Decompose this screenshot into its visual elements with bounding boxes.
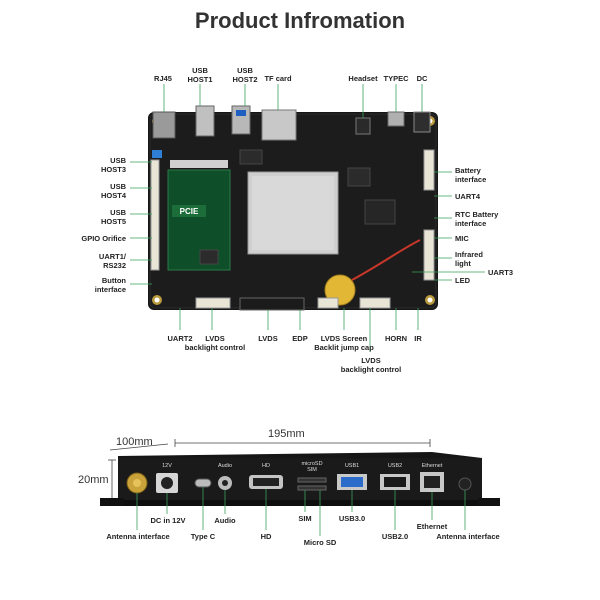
port-text-ethernet: Ethernet <box>421 463 443 469</box>
label-lvds-screen: LVDS Screen Backlit jump cap <box>314 334 374 352</box>
label-type-c: Type C <box>190 532 216 541</box>
label-button: Button interface <box>94 276 126 294</box>
label-hd: HD <box>260 532 272 541</box>
label-lvds: LVDS <box>258 334 278 343</box>
label-micro-sd: Micro SD <box>303 538 337 547</box>
label-led: LED <box>455 276 470 285</box>
port-text-usb1: USB1 <box>344 463 360 469</box>
port-text-12v: 12V <box>162 463 172 469</box>
label-usb30: USB3.0 <box>338 514 366 523</box>
label-ir: IR <box>414 334 422 343</box>
pcie-label: PCIE <box>180 207 199 216</box>
label-usb-host1: USB HOST1 <box>187 66 213 84</box>
label-ethernet: Ethernet <box>416 522 448 531</box>
label-audio: Audio <box>214 516 236 525</box>
label-uart4: UART4 <box>455 192 481 201</box>
label-uart3: UART3 <box>488 268 514 277</box>
dimension-height: 20mm <box>78 474 109 486</box>
label-gpio: GPIO Orifice <box>81 234 126 243</box>
port-text-hd: HD <box>262 463 270 469</box>
label-antenna-left: Antenna interface <box>106 532 170 541</box>
label-uart2: UART2 <box>167 334 193 343</box>
label-usb-host2: USB HOST2 <box>232 66 258 84</box>
port-text-usb2: USB2 <box>387 463 403 469</box>
label-tf-card: TF card <box>264 74 292 83</box>
label-usb-host5: USB HOST5 <box>100 208 126 226</box>
port-text-audio: Audio <box>217 463 233 469</box>
label-usb-host4: USB HOST4 <box>100 182 126 200</box>
label-usb-host3: USB HOST3 <box>100 156 126 174</box>
label-antenna-right: Antenna interface <box>436 532 500 541</box>
label-uart1: UART1/ RS232 <box>98 252 126 270</box>
label-battery: Battery interface <box>455 166 487 184</box>
label-usb20: USB2.0 <box>381 532 409 541</box>
label-rtc: RTC Battery interface <box>455 210 499 228</box>
dimension-depth: 100mm <box>116 436 153 448</box>
label-horn: HORN <box>384 334 408 343</box>
label-edp: EDP <box>292 334 308 343</box>
label-typec: TYPEC <box>383 74 409 83</box>
page-title: Product Infromation <box>194 8 406 33</box>
label-dc-12v: DC in 12V <box>150 516 186 525</box>
label-infrared: Infrared light <box>455 250 483 268</box>
label-dc: DC <box>416 74 428 83</box>
dimension-width: 195mm <box>268 428 305 440</box>
label-lvds-backlight: LVDS backlight control <box>184 334 246 352</box>
label-headset: Headset <box>348 74 378 83</box>
port-text-microsd-sim: microSD SIM <box>301 461 323 473</box>
label-mic: MIC <box>455 234 469 243</box>
label-rj45: RJ45 <box>154 74 172 83</box>
label-sim: SIM <box>298 514 312 523</box>
label-lvds-backlight-2: LVDS backlight control <box>340 356 402 374</box>
